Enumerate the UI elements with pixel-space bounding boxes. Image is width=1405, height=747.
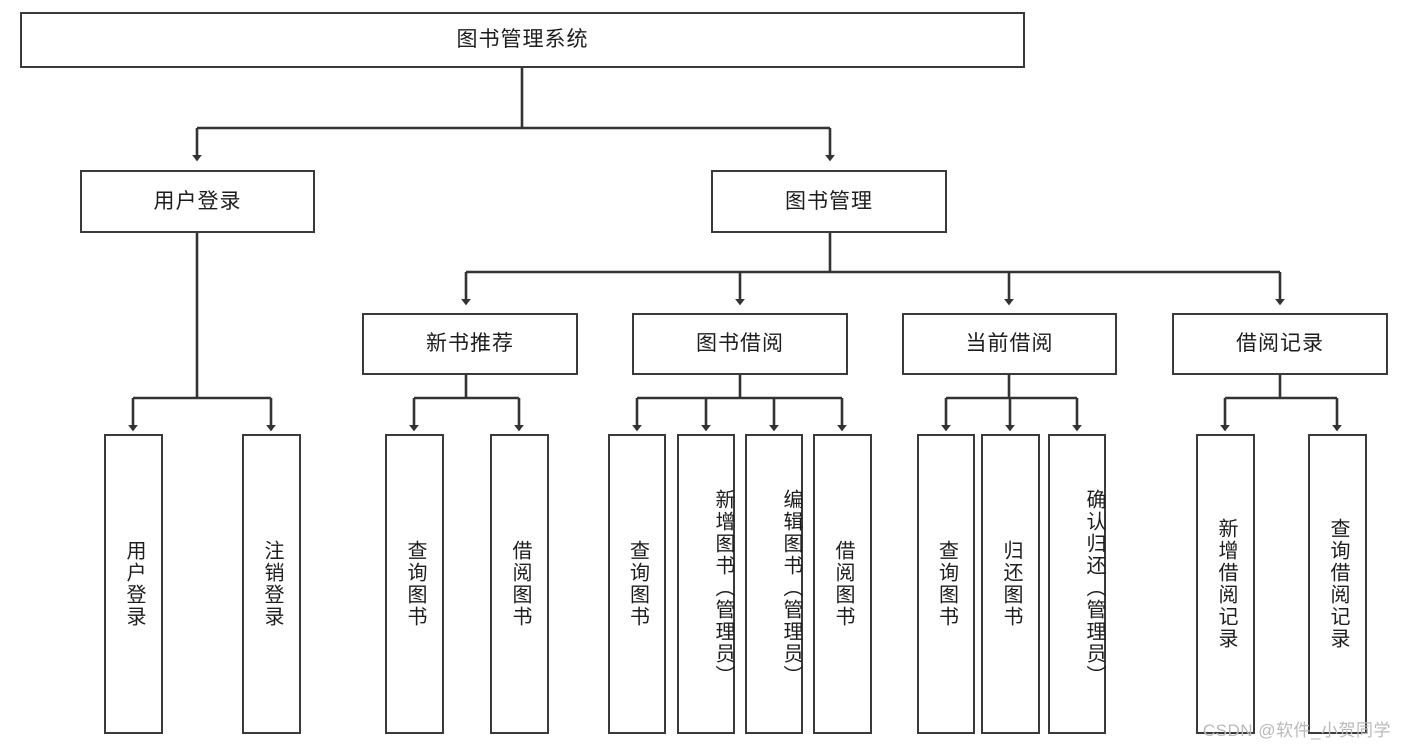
node-borrow-record[interactable]: 借阅记录	[1172, 313, 1388, 375]
leaf-borrow-record-query[interactable]: 查询借阅记录	[1308, 434, 1367, 734]
leaf-borrow-record-add[interactable]: 新增借阅记录	[1196, 434, 1255, 734]
leaf-new-book-borrow[interactable]: 借阅图书	[490, 434, 549, 734]
leaf-current-borrow-confirm-admin[interactable]: 确认归还（管理员）	[1048, 434, 1106, 734]
node-root-system[interactable]: 图书管理系统	[20, 12, 1025, 68]
leaf-current-borrow-query[interactable]: 查询图书	[917, 434, 975, 734]
node-current-borrow[interactable]: 当前借阅	[902, 313, 1117, 375]
leaf-current-borrow-return[interactable]: 归还图书	[981, 434, 1040, 734]
leaf-user-login-logout[interactable]: 注销登录	[242, 434, 301, 734]
leaf-book-borrow-edit-admin[interactable]: 编辑图书（管理员）	[745, 434, 803, 734]
node-book-borrow[interactable]: 图书借阅	[632, 313, 848, 375]
node-book-management[interactable]: 图书管理	[711, 170, 947, 233]
leaf-book-borrow-add-admin[interactable]: 新增图书（管理员）	[677, 434, 735, 734]
leaf-new-book-query[interactable]: 查询图书	[385, 434, 444, 734]
leaf-book-borrow-query[interactable]: 查询图书	[608, 434, 666, 734]
watermark-text: CSDN @软件_小贺同学	[1202, 721, 1391, 740]
leaf-user-login-login[interactable]: 用户登录	[104, 434, 163, 734]
node-user-login[interactable]: 用户登录	[80, 170, 315, 233]
leaf-book-borrow-borrow[interactable]: 借阅图书	[813, 434, 872, 734]
node-new-book-recommend[interactable]: 新书推荐	[362, 313, 578, 375]
